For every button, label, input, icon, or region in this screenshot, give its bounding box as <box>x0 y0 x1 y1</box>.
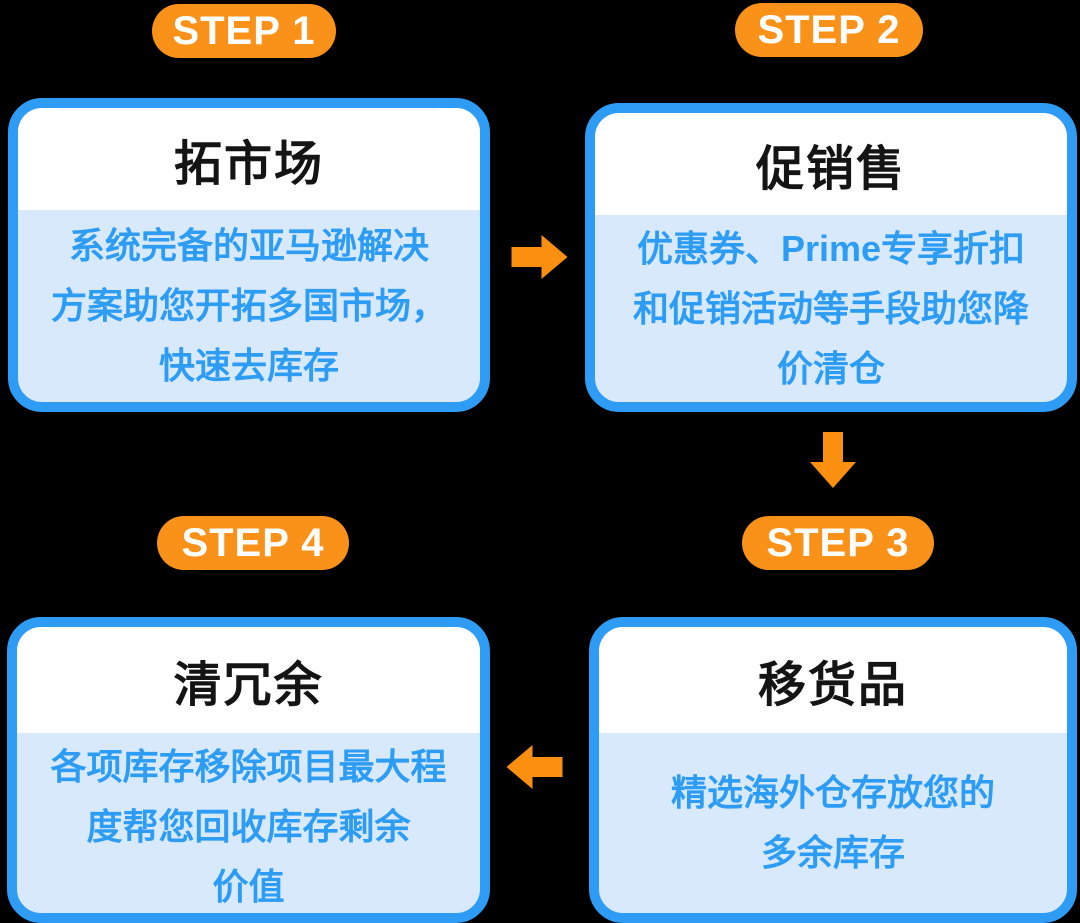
step4-badge-label: STEP 4 <box>181 520 325 565</box>
step2-title: 促销售 <box>755 143 906 196</box>
step1-title: 拓市场 <box>173 138 324 191</box>
step2-card: 促销售 优惠券、Prime专享折扣 和促销活动等手段助您降 价清仓 <box>585 103 1077 412</box>
arrow-right-icon <box>511 235 568 279</box>
step4-card-header: 清冗余 <box>17 627 480 733</box>
step3-badge-label: STEP 3 <box>766 520 910 565</box>
step4-badge: STEP 4 <box>157 516 349 570</box>
step2-badge-label: STEP 2 <box>757 7 901 52</box>
step3-card-header: 移货品 <box>599 627 1067 733</box>
step3-badge: STEP 3 <box>742 516 934 570</box>
step1-description: 系统完备的亚马逊解决 方案助您开拓多国市场， 快速去库存 <box>50 225 447 386</box>
step3-card: 移货品 精选海外仓存放您的 多余库存 <box>589 617 1077 923</box>
step1-card: 拓市场 系统完备的亚马逊解决 方案助您开拓多国市场， 快速去库存 <box>8 98 490 412</box>
step2-badge: STEP 2 <box>735 3 923 57</box>
step2-description: 优惠券、Prime专享折扣 和促销活动等手段助您降 价清仓 <box>632 228 1029 389</box>
step2-card-header: 促销售 <box>595 113 1067 215</box>
arrow-left-icon <box>506 745 563 789</box>
step4-card-body: 各项库存移除项目最大程 度帮您回收库存剩余 价值 <box>17 733 480 913</box>
step3-card-body: 精选海外仓存放您的 多余库存 <box>599 733 1067 913</box>
step4-title: 清冗余 <box>173 659 324 712</box>
step3-title: 移货品 <box>757 659 908 712</box>
arrow-down-icon <box>810 432 856 488</box>
step1-card-body: 系统完备的亚马逊解决 方案助您开拓多国市场， 快速去库存 <box>18 210 480 402</box>
step1-badge: STEP 1 <box>152 4 336 58</box>
step1-card-header: 拓市场 <box>18 108 480 210</box>
step1-badge-label: STEP 1 <box>172 8 316 53</box>
step4-card: 清冗余 各项库存移除项目最大程 度帮您回收库存剩余 价值 <box>7 617 490 923</box>
step2-card-body: 优惠券、Prime专享折扣 和促销活动等手段助您降 价清仓 <box>595 215 1067 402</box>
step3-description: 精选海外仓存放您的 多余库存 <box>670 772 995 873</box>
step4-description: 各项库存移除项目最大程 度帮您回收库存剩余 价值 <box>50 746 447 907</box>
